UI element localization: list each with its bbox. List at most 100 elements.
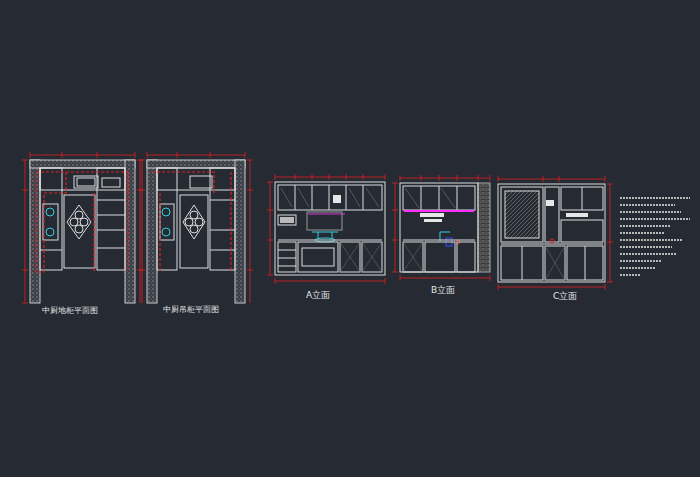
elevation-c: [498, 176, 605, 182]
elevation-a: [308, 214, 345, 215]
elevation-c: [561, 220, 603, 242]
floor-cabinet-plan: [30, 160, 135, 168]
wall-cabinet-plan: [162, 208, 170, 216]
floor-cabinet-plan: [40, 168, 125, 190]
elevation-b: [403, 242, 423, 272]
wall-cabinet-plan: [139, 152, 253, 303]
elevation-c: [545, 187, 559, 242]
elevation-c: [501, 246, 543, 280]
floor-cabinet-plan: [97, 168, 125, 270]
floor-cabinet-plan: [46, 208, 54, 216]
floor-cabinet-plan: [80, 218, 88, 226]
floor-cabinet-plan: [36, 172, 128, 272]
wall-cabinet-plan: [147, 152, 245, 158]
elevation-c: [585, 246, 586, 280]
elevation-a: [278, 240, 382, 241]
elevation-a: [295, 185, 363, 210]
wall-cabinet-plan: [183, 205, 205, 239]
floor-cabinet-plan: [40, 168, 62, 270]
floor-cabinet-plan: [97, 200, 125, 248]
elevation-b: [478, 183, 490, 272]
elevation-a: [278, 242, 296, 272]
wall-cabinet-plan: [147, 160, 245, 168]
wall-cabinet-plan: [190, 211, 198, 219]
elevation-c: [501, 187, 543, 242]
floor-cabinet-plan: [22, 160, 28, 303]
floor-cabinet-plan: [22, 152, 143, 303]
plan-title: 中厨吊柜平面图: [163, 305, 219, 315]
elevation-b: [424, 219, 442, 222]
elevation-title: A立面: [306, 290, 330, 301]
wall-cabinet-plan: [139, 152, 253, 303]
elevation-a: [275, 278, 385, 284]
elevation-b: [400, 183, 478, 272]
elevation-a: [281, 188, 379, 207]
floor-cabinet-plan: [75, 225, 83, 233]
elevation-a: [298, 242, 338, 272]
elevation-a: [278, 215, 296, 225]
elevation-a: [267, 174, 385, 284]
elevation-b: [403, 240, 475, 241]
wall-cabinet-plan: [160, 204, 174, 240]
elevation-title: C立面: [553, 291, 577, 302]
elevation-c: [498, 176, 613, 290]
floor-cabinet-plan: [22, 152, 143, 303]
elevation-b: [400, 275, 490, 281]
elevation-a: [278, 250, 296, 266]
elevation-c: [545, 246, 565, 280]
floor-cabinet-plan: [67, 205, 91, 239]
floor-cabinet-plan: [30, 160, 40, 303]
wall-cabinet-plan: [190, 225, 198, 233]
wall-cabinet-plan: [139, 160, 145, 303]
elevation-b: [392, 183, 398, 272]
elevation-c: [498, 184, 605, 282]
elevation-a: [340, 242, 382, 272]
elevation-a: [267, 174, 385, 284]
elevation-c: [582, 187, 583, 210]
elevation-b: [421, 186, 457, 210]
elevation-c: [545, 246, 565, 280]
floor-cabinet-plan: [74, 176, 98, 188]
floor-cabinet-plan: [125, 160, 135, 303]
elevation-b: [405, 188, 455, 208]
wall-cabinet-plan: [162, 228, 170, 236]
elevation-a: [278, 185, 382, 210]
notes-block: [620, 198, 690, 275]
elevation-c: [546, 200, 554, 206]
wall-cabinet-plan: [235, 160, 245, 303]
elevation-b: [457, 242, 475, 272]
notes-block: [620, 198, 690, 275]
elevation-a: [275, 182, 385, 275]
plan-title: 中厨地柜平面图: [42, 306, 98, 316]
floor-cabinet-plan: [75, 211, 83, 219]
elevation-c: [550, 239, 554, 243]
wall-cabinet-plan: [147, 160, 157, 303]
elevation-a: [280, 217, 294, 223]
floor-cabinet-plan: [40, 170, 62, 250]
elevation-title: B立面: [431, 285, 455, 296]
elevation-c: [566, 213, 588, 217]
elevation-c: [498, 284, 605, 290]
elevation-c: [561, 187, 603, 210]
elevation-c: [501, 244, 603, 245]
elevation-b: [400, 175, 490, 181]
elevation-c: [505, 191, 539, 238]
wall-cabinet-plan: [185, 218, 193, 226]
wall-cabinet-plan: [152, 172, 231, 272]
elevation-b: [420, 213, 444, 217]
elevation-b: [425, 242, 455, 272]
elevation-a: [267, 182, 273, 275]
wall-cabinet-plan: [195, 218, 203, 226]
elevation-a: [275, 174, 385, 180]
elevation-a: [333, 195, 341, 203]
floor-cabinet-plan: [70, 218, 78, 226]
elevation-b: [403, 242, 423, 272]
elevation-b: [403, 186, 475, 210]
floor-cabinet-plan: [46, 228, 54, 236]
wall-cabinet-plan: [157, 168, 235, 190]
floor-cabinet-plan: [30, 152, 135, 158]
floor-cabinet-plan: [43, 204, 58, 240]
wall-cabinet-plan: [180, 195, 208, 268]
elevation-b: [392, 175, 490, 281]
elevation-c: [607, 184, 613, 282]
